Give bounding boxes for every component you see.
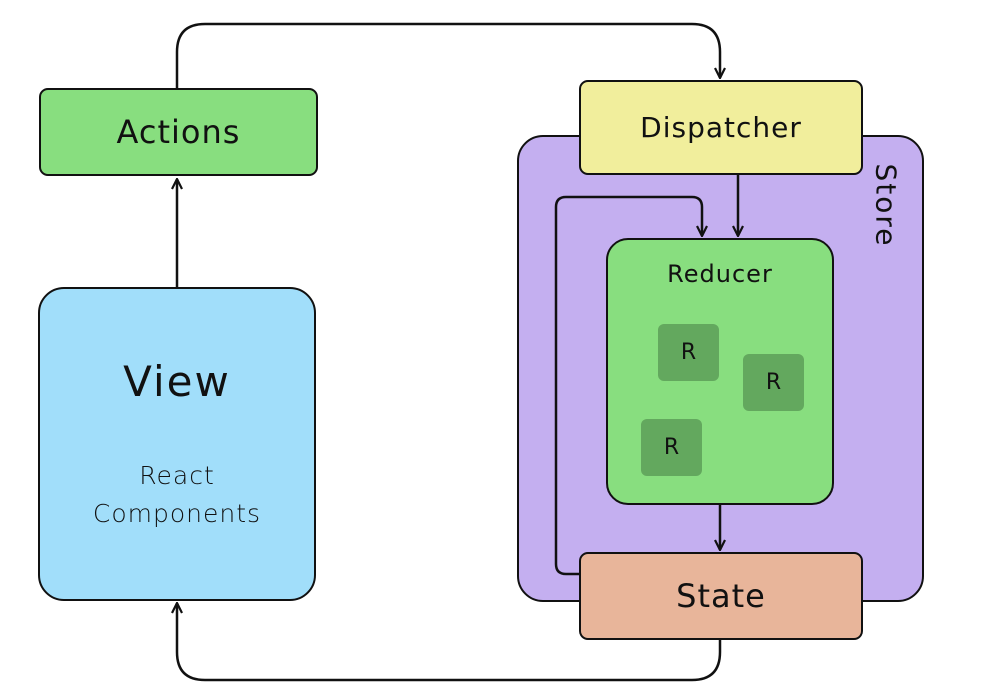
dispatcher-box: Dispatcher (579, 80, 863, 175)
actions-label: Actions (116, 113, 241, 151)
reducer-chip: R (658, 324, 719, 381)
view-title: View (123, 357, 231, 406)
actions-to-dispatcher-arrow (175, 22, 720, 88)
state-to-reducer-loop-arrow (554, 195, 702, 576)
state-to-view-arrow (177, 603, 722, 682)
state-label: State (676, 577, 766, 615)
reducer-chip: R (743, 354, 804, 411)
view-subtitle-line2: Components (92, 499, 262, 528)
state-box: State (579, 552, 863, 640)
view-subtitle: React Components (40, 457, 314, 533)
reducer-box: Reducer R R R (606, 238, 834, 505)
dispatcher-label: Dispatcher (640, 111, 802, 144)
reducer-chip: R (641, 419, 702, 476)
actions-box: Actions (39, 88, 318, 176)
view-box: View React Components (38, 287, 316, 601)
reducer-label: Reducer (667, 260, 773, 288)
view-subtitle-line1: React (139, 461, 215, 490)
